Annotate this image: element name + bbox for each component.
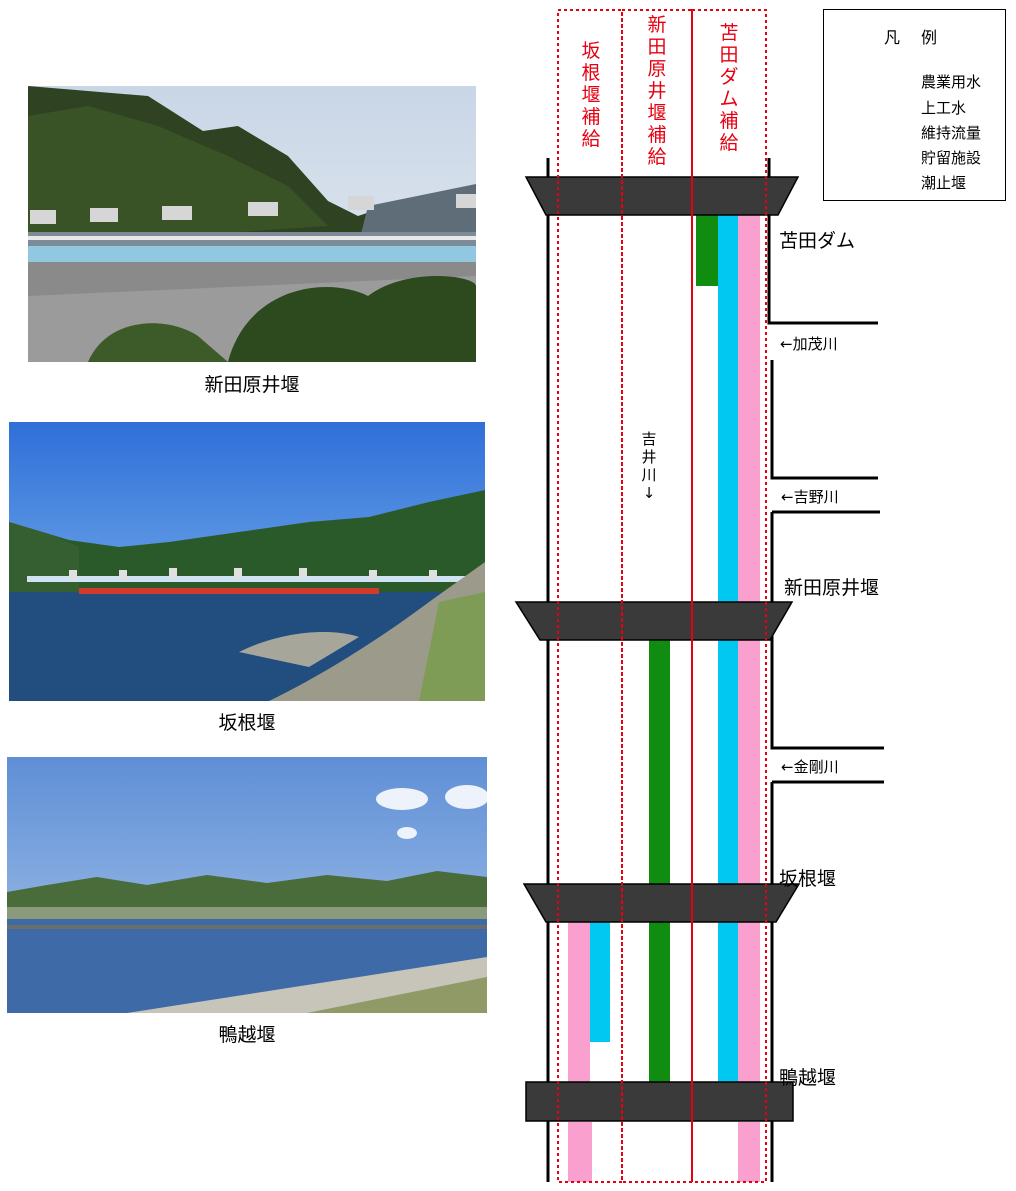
photo-caption: 鴨越堰 — [218, 1024, 276, 1046]
legend-label-storage: 貯留施設 — [921, 149, 982, 167]
tributary-label-kongo: ←金剛川 — [781, 758, 839, 776]
maintenance-flow-bar — [738, 1122, 760, 1182]
photo-caption: 新田原井堰 — [204, 374, 300, 396]
facility-label-tomata-dam: 苫田ダム — [779, 230, 856, 252]
legend-label-agriculture: 農業用水 — [921, 73, 982, 91]
main-river-label: 吉井川↓ — [641, 430, 657, 502]
column-label-sakane: 坂根堰補給 — [581, 40, 601, 150]
photo-kamogoe-weir — [7, 757, 487, 1013]
facility-label-sakane-weir: 坂根堰 — [779, 868, 837, 890]
photo-caption: 坂根堰 — [218, 712, 276, 734]
legend-title: 凡 例 — [883, 28, 946, 47]
tributary-label-kamo: ←加茂川 — [780, 335, 838, 353]
tributary-label-yoshino: ←吉野川 — [781, 488, 839, 506]
facility-label-kamogoe-weir: 鴨越堰 — [779, 1067, 837, 1089]
storage-facility-tomata-dam — [524, 176, 800, 216]
agri-flow-bar — [696, 212, 718, 286]
agri-flow-bar — [649, 638, 670, 1082]
tide-weir-kamogoe — [525, 1081, 794, 1122]
legend-label-maintenance: 維持流量 — [921, 124, 982, 142]
column-shintahara — [621, 9, 693, 1183]
storage-facility-shintahara-weir — [514, 601, 794, 641]
photo-sakane-weir — [9, 422, 485, 701]
water-supply-flow-bar — [590, 922, 610, 1042]
column-label-shintahara: 新田原井堰補給 — [647, 14, 667, 168]
water-supply-flow-bar — [718, 212, 738, 1082]
maintenance-flow-bar — [738, 212, 760, 1082]
storage-facility-sakane-weir — [522, 883, 801, 923]
legend-label-tide-weir: 潮止堰 — [921, 174, 967, 192]
maintenance-flow-bar — [568, 922, 590, 1082]
facility-label-shintahara-weir: 新田原井堰 — [784, 577, 880, 599]
legend: 凡 例 — [823, 9, 1006, 201]
column-label-tomata: 苫田ダム補給 — [719, 22, 739, 154]
legend-label-water-supply: 上工水 — [921, 99, 967, 117]
maintenance-flow-bar — [568, 1122, 592, 1182]
photo-shintahara-weir — [28, 86, 476, 362]
column-tomata — [691, 9, 767, 1183]
river-right-bank — [767, 158, 884, 1182]
